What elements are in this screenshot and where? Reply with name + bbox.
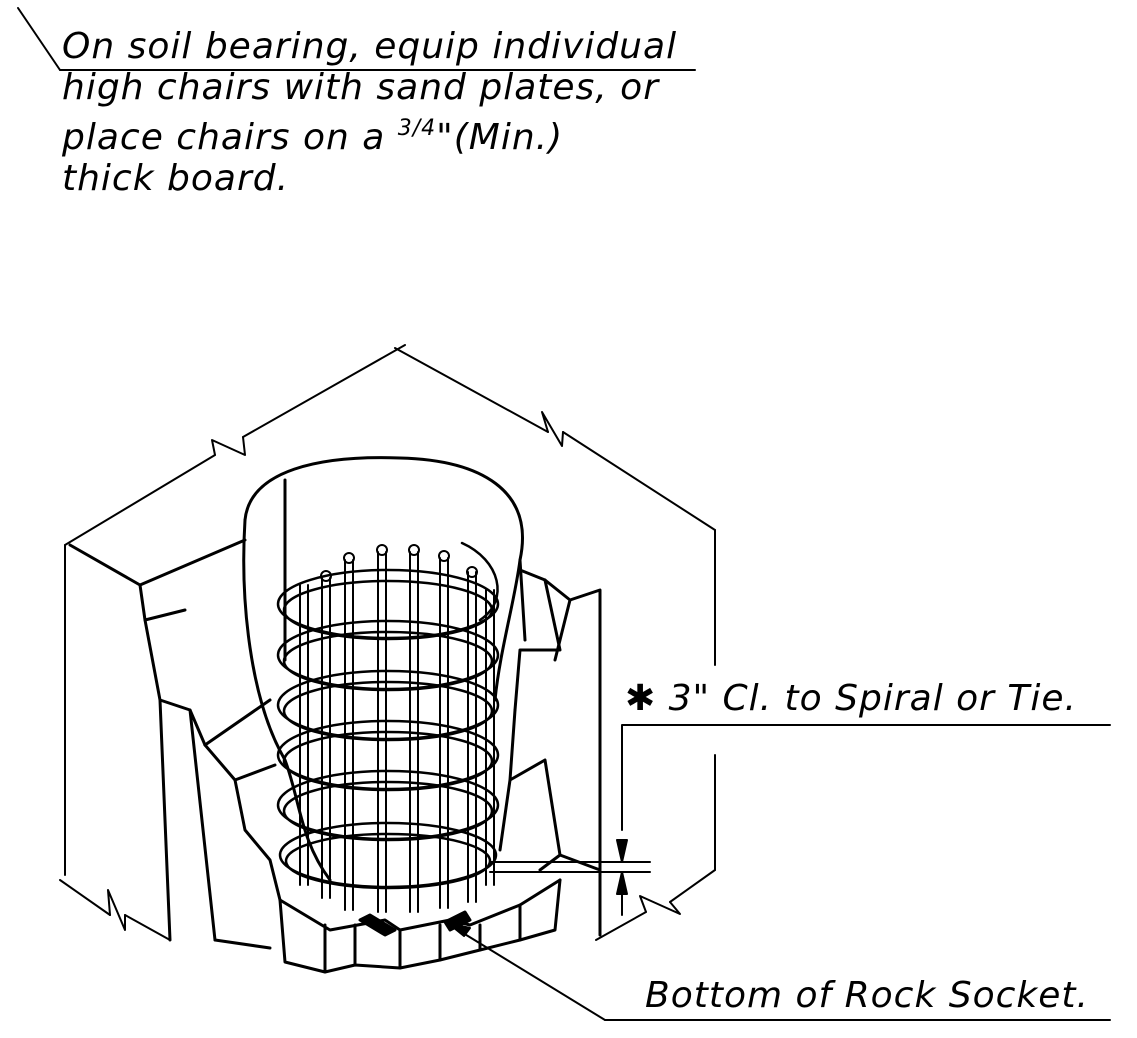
soil-bearing-note-line-3-post: "(Min.)	[436, 117, 564, 158]
bottom-leader	[447, 922, 1111, 1021]
soil-bearing-note-line-3-pre: place chairs on a	[62, 117, 398, 158]
rebar-cage-spiral	[276, 541, 500, 890]
soil-bearing-note-fraction: 3/4	[397, 116, 437, 141]
soil-bearing-note-line-4: thick board.	[62, 158, 290, 199]
soil-bearing-note-line-1: On soil bearing, equip individual	[62, 26, 678, 67]
soil-bearing-note: On soil bearing, equip individual high c…	[62, 26, 677, 199]
soil-bearing-note-line-3: place chairs on a 3/4"(Min.)	[62, 108, 677, 158]
bottom-of-rock-socket-label: Bottom of Rock Socket.	[645, 975, 1089, 1016]
left-cut-face	[68, 538, 282, 950]
soil-bearing-note-line-2: high chairs with sand plates, or	[62, 67, 659, 108]
right-cut-face	[498, 568, 602, 937]
top-note-leader	[17, 7, 696, 71]
clearance-dimension	[489, 724, 1111, 916]
rock-block-outline	[59, 344, 716, 941]
clearance-note: ✱ 3" Cl. to Spiral or Tie.	[625, 678, 1077, 719]
